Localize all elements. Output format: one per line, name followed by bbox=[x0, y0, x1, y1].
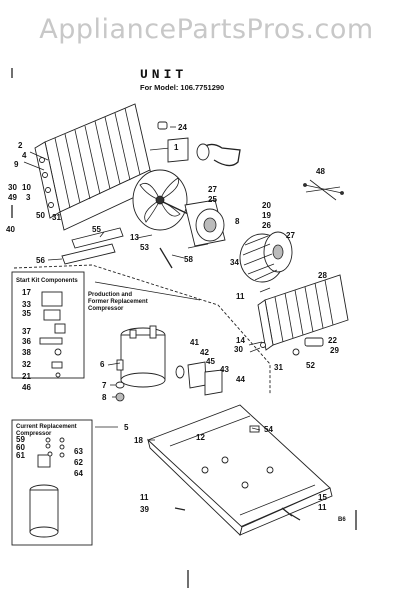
production-label-3: Compressor bbox=[88, 306, 124, 312]
callout: 5 bbox=[124, 423, 129, 432]
callout: 58 bbox=[184, 255, 193, 264]
margin-marks bbox=[11, 68, 357, 588]
callout: 42 bbox=[200, 348, 209, 357]
callout: 13 bbox=[130, 233, 139, 242]
callout: 63 bbox=[74, 447, 83, 456]
production-label-1: Production and bbox=[88, 292, 132, 298]
callout: 11 bbox=[236, 292, 245, 301]
callout: 17 bbox=[22, 288, 31, 297]
callout: 27 bbox=[208, 185, 217, 194]
current-label-2: Compressor bbox=[16, 431, 52, 437]
callout: 14 bbox=[236, 336, 245, 345]
condenser-coil bbox=[34, 103, 155, 231]
wire-harness bbox=[303, 179, 344, 201]
callout: 27 bbox=[286, 231, 295, 240]
capacitor-clip bbox=[157, 121, 168, 130]
callout: 28 bbox=[318, 271, 327, 280]
callout: 36 bbox=[22, 337, 31, 346]
callout: 50 bbox=[36, 211, 45, 220]
callout: 7 bbox=[102, 381, 107, 390]
callout: 45 bbox=[206, 357, 215, 366]
callout: 11 bbox=[140, 493, 149, 502]
callout: 10 bbox=[22, 183, 31, 192]
callout: 54 bbox=[264, 425, 273, 434]
callout: 35 bbox=[22, 309, 31, 318]
evaporator-coil bbox=[257, 274, 349, 351]
callout: 44 bbox=[236, 375, 245, 384]
leader-lines bbox=[23, 126, 263, 441]
production-label-2: Former Replacement bbox=[88, 299, 148, 305]
callout: 20 bbox=[262, 201, 271, 210]
callout: 40 bbox=[6, 225, 15, 234]
callout: 31 bbox=[52, 213, 61, 222]
production-group-outline bbox=[13, 264, 271, 394]
callout: 8 bbox=[235, 217, 240, 226]
callout: 62 bbox=[74, 458, 83, 467]
fan-blade bbox=[132, 169, 188, 231]
callout: 52 bbox=[306, 361, 315, 370]
callout: 1 bbox=[174, 143, 179, 152]
callout: 8 bbox=[102, 393, 107, 402]
callout: 32 bbox=[22, 360, 31, 369]
callout: 55 bbox=[92, 225, 101, 234]
base-pan bbox=[147, 404, 333, 536]
callout: 33 bbox=[22, 300, 31, 309]
model-number: For Model: 106.7751290 bbox=[140, 83, 225, 92]
callout: 6 bbox=[100, 360, 105, 369]
callout: 60 bbox=[16, 443, 25, 452]
callout: 37 bbox=[22, 327, 31, 336]
callout: 18 bbox=[134, 436, 143, 445]
blower-wheel bbox=[239, 231, 293, 283]
callout: 46 bbox=[22, 383, 31, 392]
fan-motor bbox=[162, 199, 226, 247]
callout: 38 bbox=[22, 348, 31, 357]
callout: 41 bbox=[190, 338, 199, 347]
callout: 48 bbox=[316, 167, 325, 176]
current-compressor-box bbox=[11, 419, 93, 546]
callout: 19 bbox=[262, 211, 271, 220]
callout: 24 bbox=[178, 123, 187, 132]
watermark: AppliancePartsPros.com bbox=[39, 14, 374, 45]
mounting-grommets bbox=[115, 381, 125, 402]
tube-assembly bbox=[196, 143, 241, 167]
start-kit-label: Start Kit Components bbox=[16, 278, 78, 284]
callout: 29 bbox=[330, 346, 339, 355]
base-hardware bbox=[174, 507, 301, 521]
callout: 9 bbox=[14, 160, 19, 169]
callout: 11 bbox=[318, 503, 327, 512]
callout: 53 bbox=[140, 243, 149, 252]
callout: 2 bbox=[18, 141, 23, 150]
section-labels: Start Kit Components Production and Form… bbox=[16, 278, 346, 523]
callout: 34 bbox=[230, 258, 239, 267]
hardware bbox=[159, 243, 324, 356]
callout: 39 bbox=[140, 505, 149, 514]
start-kit-box bbox=[11, 271, 85, 379]
callout: 61 bbox=[16, 451, 25, 460]
callout: 15 bbox=[318, 493, 327, 502]
part-callouts: 2 4 9 30 10 49 3 50 31 40 1 24 48 27 25 … bbox=[6, 123, 339, 514]
callout: 3 bbox=[26, 193, 31, 202]
callout: 21 bbox=[22, 372, 31, 381]
callout: 56 bbox=[36, 256, 45, 265]
production-compressor bbox=[116, 325, 166, 388]
callout: 49 bbox=[8, 193, 17, 202]
footer-code: B6 bbox=[338, 517, 346, 523]
coil-bracket bbox=[149, 137, 189, 163]
diagram-title: UNIT bbox=[140, 67, 188, 82]
callout: 4 bbox=[22, 151, 27, 160]
callout: 30 bbox=[234, 345, 243, 354]
terminal-cover bbox=[175, 361, 223, 396]
callout: 43 bbox=[220, 365, 229, 374]
callout: 31 bbox=[274, 363, 283, 372]
current-label-1: Current Replacement bbox=[16, 424, 77, 430]
callout: 30 bbox=[8, 183, 17, 192]
callout: 26 bbox=[262, 221, 271, 230]
callout: 64 bbox=[74, 469, 83, 478]
callout: 22 bbox=[328, 336, 337, 345]
callout: 59 bbox=[16, 435, 25, 444]
callout: 12 bbox=[196, 433, 205, 442]
callout: 25 bbox=[208, 195, 217, 204]
